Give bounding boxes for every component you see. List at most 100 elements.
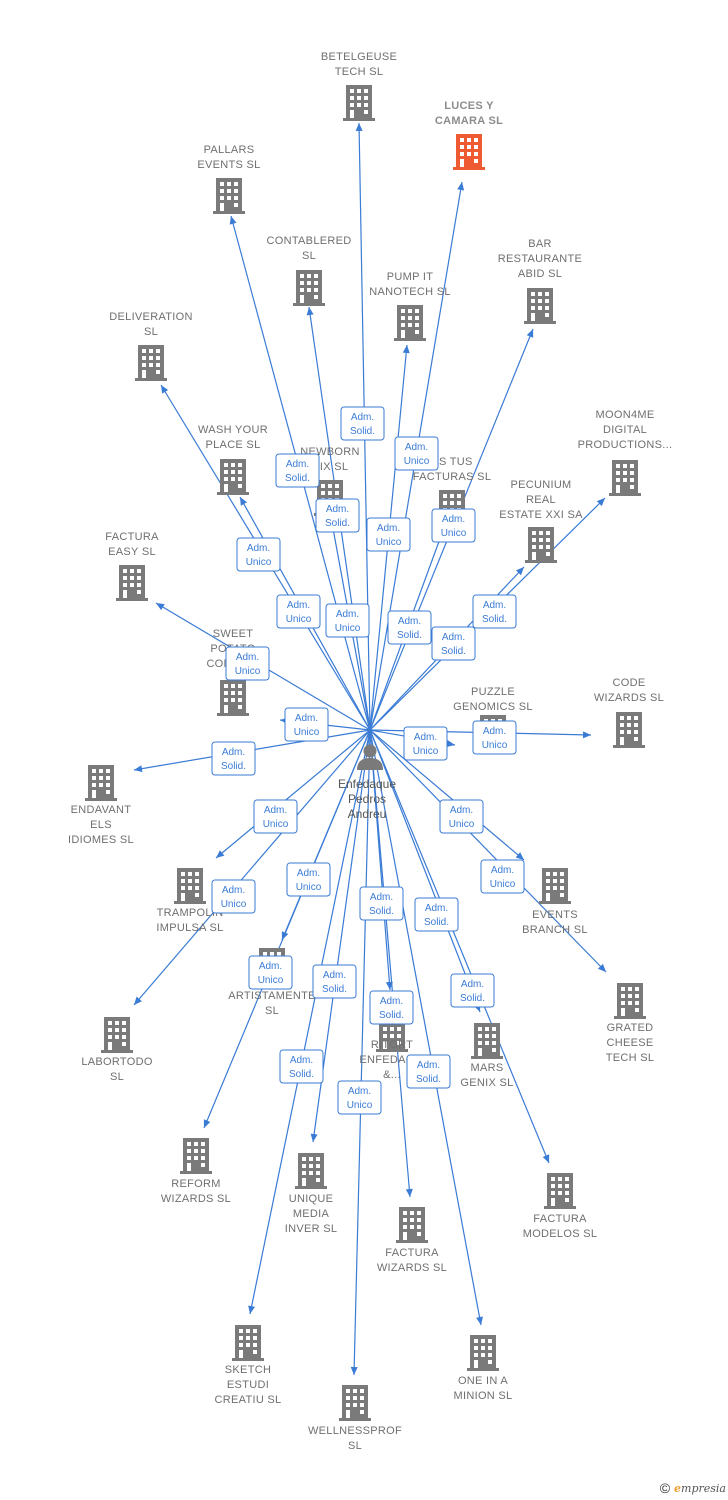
role-badge[interactable]: Adm.Solid. [279, 1049, 324, 1084]
arrowhead-puzzle [446, 740, 455, 748]
edge-labortodo [133, 729, 371, 1006]
arrowhead-grated [597, 963, 606, 972]
role-badge[interactable]: Adm.Solid. [340, 406, 385, 441]
role-badge[interactable]: Adm.Unico [394, 436, 439, 471]
arrowhead-washyour [240, 497, 247, 506]
building-icon [293, 270, 325, 306]
role-badge[interactable]: Adm.Unico [211, 879, 256, 914]
building-icon [217, 680, 249, 716]
role-badge[interactable]: Adm.Unico [366, 517, 411, 552]
edge-reform [203, 729, 371, 1129]
role-badge[interactable]: Adm.Solid. [315, 498, 360, 533]
role-badge[interactable]: Adm.Unico [403, 726, 448, 761]
role-badge[interactable]: Adm.Solid. [414, 897, 459, 932]
edge-wellnessprof [350, 729, 371, 1376]
building-icon [343, 85, 375, 121]
role-badge[interactable]: Adm.Solid. [312, 964, 357, 999]
role-badge-label: Adm.Unico [263, 805, 289, 830]
role-badge-label: Adm.Solid. [424, 903, 449, 928]
building-icon [609, 460, 641, 496]
role-badge-label: Adm.Unico [335, 609, 361, 634]
building-icon [614, 983, 646, 1019]
arrowhead-pumpit [402, 345, 410, 354]
role-badge-label: Adm.Unico [482, 726, 508, 751]
arrowhead-bar [526, 329, 534, 338]
role-badge-label: Adm.Solid. [325, 504, 350, 529]
role-badge[interactable]: Adm.Unico [325, 603, 370, 638]
building-icon [295, 1153, 327, 1189]
role-badge-label: Adm.Solid. [397, 616, 422, 641]
role-badge[interactable]: Adm.Unico [439, 799, 484, 834]
building-icon [180, 1138, 212, 1174]
role-badge[interactable]: Adm.Unico [286, 862, 331, 897]
building-icon [453, 134, 485, 170]
role-badge[interactable]: Adm.Unico [284, 707, 329, 742]
role-badge[interactable]: Adm.Solid. [369, 990, 414, 1025]
role-badge[interactable]: Adm.Unico [337, 1080, 382, 1115]
arrowhead-pecunium [515, 567, 524, 576]
arrowhead-betelgeuse [355, 123, 363, 132]
arrowhead-oneina [476, 1316, 483, 1325]
role-badge[interactable]: Adm.Unico [236, 537, 281, 572]
role-badge[interactable]: Adm.Solid. [387, 610, 432, 645]
role-badge[interactable]: Adm.Unico [472, 720, 517, 755]
building-icon [467, 1335, 499, 1371]
building-icon [524, 288, 556, 324]
role-badge[interactable]: Adm.Unico [248, 955, 293, 990]
role-badge[interactable]: Adm.Solid. [431, 626, 476, 661]
arrowhead-ritort [385, 981, 393, 990]
role-badge[interactable]: Adm.Solid. [472, 594, 517, 629]
edge-trampolin [215, 729, 371, 859]
role-badge[interactable]: Adm.Solid. [275, 453, 320, 488]
role-badge[interactable]: Adm.Unico [253, 799, 298, 834]
brand-logo[interactable]: empresia [674, 1481, 726, 1495]
edge-events [369, 729, 525, 861]
role-badge[interactable]: Adm.Unico [276, 594, 321, 629]
role-badge[interactable]: Adm.Solid. [359, 886, 404, 921]
copyright-icon: © [659, 1480, 671, 1496]
role-badge[interactable]: Adm.Solid. [406, 1054, 451, 1089]
role-badge[interactable]: Adm.Solid. [211, 741, 256, 776]
role-badge[interactable]: Adm.Solid. [450, 973, 495, 1008]
building-icon [539, 868, 571, 904]
role-badge[interactable]: Adm.Unico [431, 508, 476, 543]
role-badge[interactable]: Adm.Unico [480, 859, 525, 894]
role-badge[interactable]: Adm.Unico [225, 646, 270, 681]
